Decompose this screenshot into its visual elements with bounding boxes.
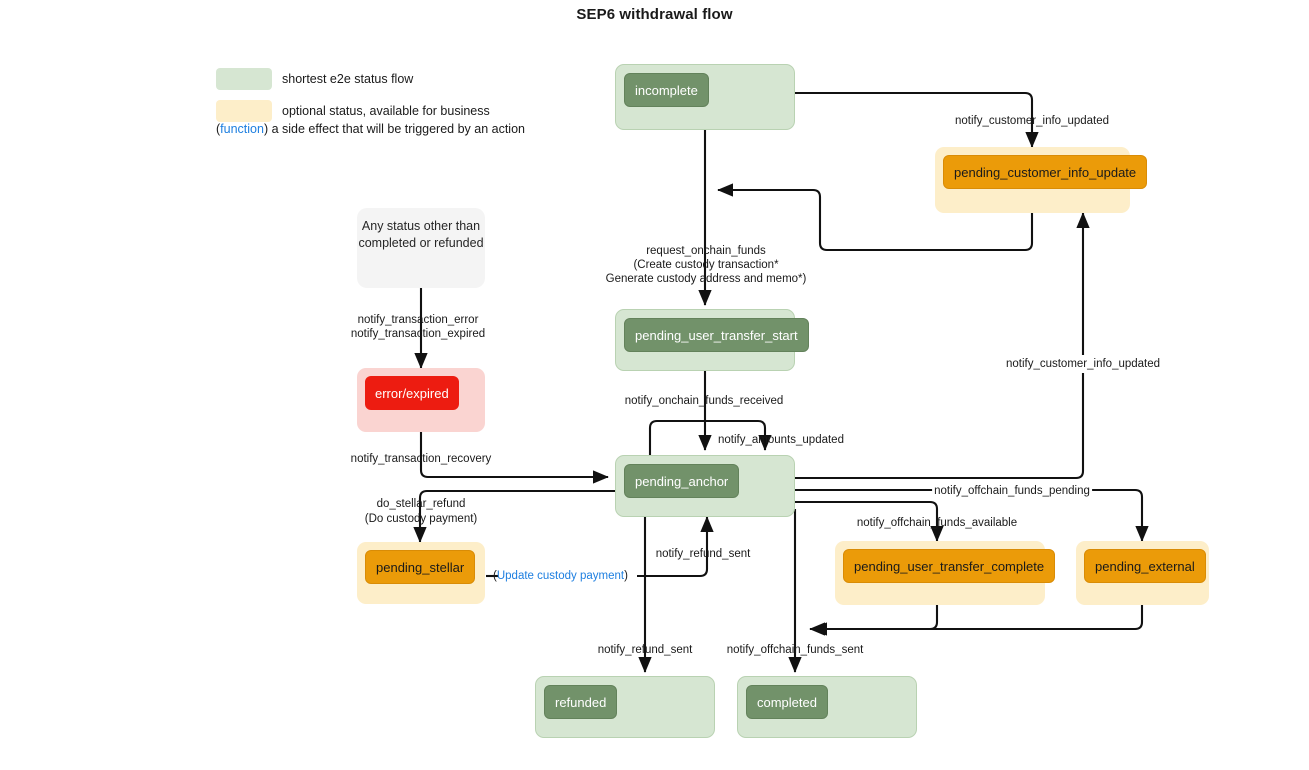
node-any-status-line2: completed or refunded: [358, 236, 484, 250]
node-incomplete[interactable]: incomplete: [615, 64, 795, 130]
node-completed[interactable]: completed: [737, 676, 917, 738]
node-pending-user-transfer-start-label: pending_user_transfer_start: [624, 318, 809, 352]
legend-swatch-cream: [216, 100, 272, 122]
edge-label-notify-refund-sent-down: notify_refund_sent: [597, 644, 693, 656]
legend-label-optional-status: optional status, available for business: [282, 104, 490, 118]
update-custody-paren-open: (: [493, 570, 497, 582]
legend-function-note: (function) a side effect that will be tr…: [216, 122, 525, 136]
edge-label-notify-offchain-funds-pending: notify_offchain_funds_pending: [932, 484, 1092, 498]
legend-function-text: a side effect that will be triggered by …: [268, 122, 525, 136]
legend-item-shortest-flow: shortest e2e status flow: [216, 66, 776, 92]
update-custody-paren-close: ): [624, 570, 628, 582]
node-any-status[interactable]: Any status other than completed or refun…: [357, 208, 485, 288]
node-error-expired[interactable]: error/expired: [357, 368, 485, 432]
node-pending-external[interactable]: pending_external: [1076, 541, 1209, 605]
edge-label-notify-transaction-expired: notify_transaction_expired: [350, 328, 486, 340]
legend-swatch-green: [216, 68, 272, 90]
node-pending-anchor-label: pending_anchor: [624, 464, 740, 498]
node-pending-customer-info-update[interactable]: pending_customer_info_update: [935, 147, 1148, 213]
legend-paren-open: (: [216, 122, 221, 136]
edge-label-create-custody-transaction: (Create custody transaction*: [633, 259, 779, 271]
edge-label-notify-transaction-recovery: notify_transaction_recovery: [350, 453, 492, 465]
node-pending-user-transfer-start[interactable]: pending_user_transfer_start: [615, 309, 809, 371]
page-title: SEP6 withdrawal flow: [576, 6, 733, 23]
node-pending-external-label: pending_external: [1084, 549, 1206, 583]
edge-label-notify-offchain-funds-available: notify_offchain_funds_available: [856, 517, 1018, 529]
edge-label-notify-customer-info-updated-top: notify_customer_info_updated: [954, 115, 1110, 127]
edge-label-notify-refund-sent-up: notify_refund_sent: [655, 548, 751, 560]
edge-label-do-stellar-refund: do_stellar_refund: [376, 498, 466, 510]
node-pending-user-transfer-complete-label: pending_user_transfer_complete: [843, 549, 1056, 583]
node-pending-stellar-label: pending_stellar: [365, 550, 476, 584]
node-error-expired-label: error/expired: [365, 376, 459, 410]
legend-label-shortest-flow: shortest e2e status flow: [282, 72, 414, 86]
edge-pending-user-transfer-complete-to-completed: [809, 605, 939, 636]
edge-label-request-onchain-funds: request_onchain_funds: [646, 245, 766, 257]
edge-label-notify-transaction-error: notify_transaction_error: [357, 314, 479, 326]
node-pending-stellar[interactable]: pending_stellar: [357, 542, 485, 604]
edge-pending-external-to-completed: [811, 605, 1144, 636]
legend: shortest e2e status flow optional status…: [216, 66, 776, 130]
edge-label-notify-onchain-funds-received: notify_onchain_funds_received: [624, 395, 784, 407]
edge-label-notify-customer-info-updated-right: notify_customer_info_updated: [1002, 355, 1164, 373]
edge-label-generate-custody-address: Generate custody address and memo*): [605, 273, 807, 285]
node-completed-label: completed: [746, 685, 828, 719]
node-any-status-line1: Any status other than: [361, 219, 481, 233]
legend-paren-close: ): [263, 122, 269, 136]
edge-label-notify-amounts-updated: notify_amounts_updated: [718, 434, 844, 446]
update-custody-payment-text: Update custody payment: [496, 570, 625, 582]
edge-label-update-custody-payment: (Update custody payment): [493, 569, 628, 583]
edge-label-do-custody-payment: (Do custody payment): [364, 513, 478, 525]
node-pending-user-transfer-complete[interactable]: pending_user_transfer_complete: [835, 541, 1056, 605]
node-pending-anchor[interactable]: pending_anchor: [615, 455, 795, 517]
node-refunded-label: refunded: [544, 685, 618, 719]
node-pending-customer-info-update-label: pending_customer_info_update: [943, 155, 1148, 189]
node-incomplete-label: incomplete: [624, 73, 709, 107]
legend-function-word: function: [220, 122, 264, 136]
legend-item-optional-status: optional status, available for business: [216, 98, 776, 124]
node-refunded[interactable]: refunded: [535, 676, 715, 738]
edge-label-notify-offchain-funds-sent: notify_offchain_funds_sent: [726, 644, 864, 656]
